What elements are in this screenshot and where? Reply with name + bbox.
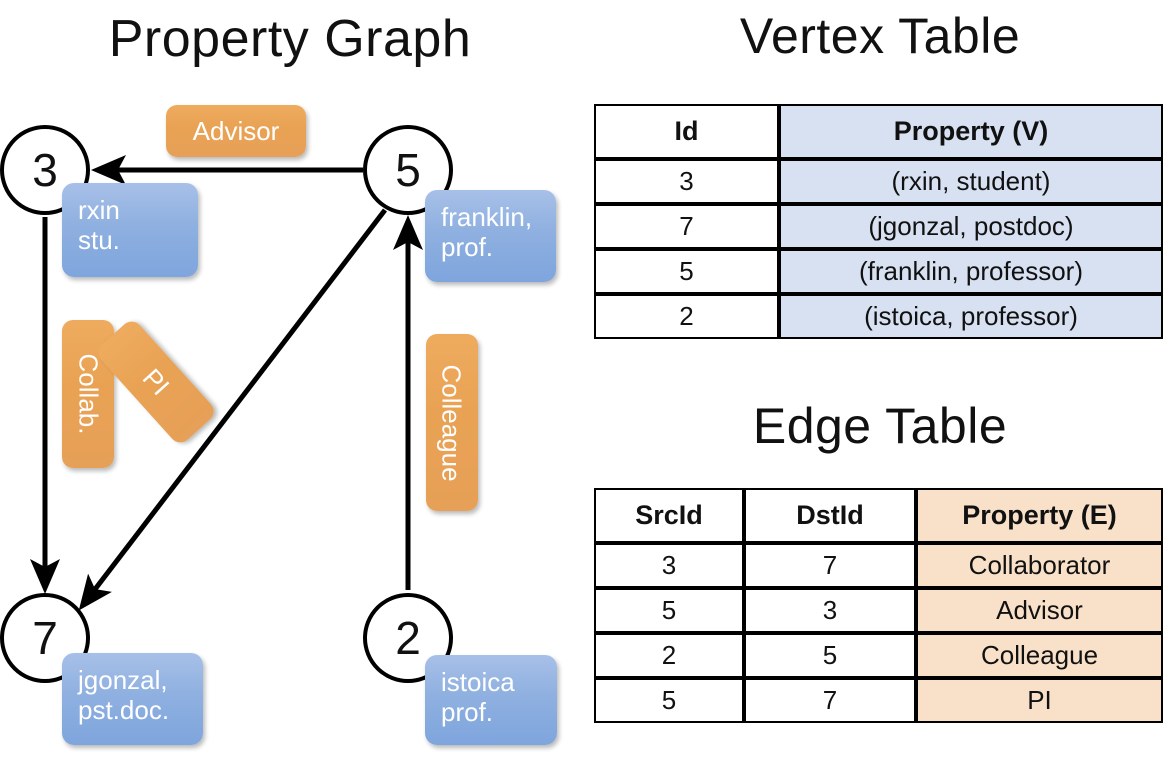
vertex-property-box-5-line1: franklin, bbox=[441, 202, 533, 232]
edge-row-2-dst: 5 bbox=[744, 633, 916, 678]
table-row[interactable]: 5 (franklin, professor) bbox=[594, 249, 1163, 294]
graph-edges-layer bbox=[30, 155, 423, 611]
vertex-property-box-2-line1: istoica bbox=[441, 667, 515, 697]
edge-row-0-src: 3 bbox=[594, 543, 744, 588]
vertex-table-header-row: Id Property (V) bbox=[594, 104, 1163, 159]
graph-node-5-label: 5 bbox=[395, 144, 421, 196]
vertex-table: Id Property (V) 3 (rxin, student) 7 (jgo… bbox=[594, 104, 1163, 339]
edge-label-colleague-text: Colleague bbox=[437, 363, 467, 482]
table-row[interactable]: 7 (jgonzal, postdoc) bbox=[594, 204, 1163, 249]
edge-label-advisor: Advisor bbox=[166, 105, 306, 157]
edge-pi-5-to-7 bbox=[78, 208, 387, 611]
page-title-edge-table: Edge Table bbox=[752, 398, 1008, 454]
vertex-row-0-id: 3 bbox=[594, 159, 779, 204]
edge-row-3-property: PI bbox=[916, 678, 1163, 723]
property-graph-panel: Property Graph 3 5 7 2 rxin stu. frankli… bbox=[0, 0, 580, 760]
vertex-property-box-3-line1: rxin bbox=[78, 195, 120, 225]
edge-row-3-src: 5 bbox=[594, 678, 744, 723]
table-row[interactable]: 2 (istoica, professor) bbox=[594, 294, 1163, 339]
table-row[interactable]: 2 5 Colleague bbox=[594, 633, 1163, 678]
table-row[interactable]: 5 3 Advisor bbox=[594, 588, 1163, 633]
vertex-property-box-3: rxin stu. bbox=[62, 183, 198, 277]
vertex-row-1-property: (jgonzal, postdoc) bbox=[779, 204, 1163, 249]
edge-label-collab-text: Collab. bbox=[73, 353, 103, 435]
graph-node-2-label: 2 bbox=[395, 612, 421, 664]
edge-table-header-property: Property (E) bbox=[916, 488, 1163, 543]
edge-table-header-srcid: SrcId bbox=[594, 488, 744, 543]
edge-row-1-property: Advisor bbox=[916, 588, 1163, 633]
vertex-property-box-7-line2: pst.doc. bbox=[78, 695, 170, 725]
edge-row-2-property: Colleague bbox=[916, 633, 1163, 678]
vertex-table-header-id: Id bbox=[594, 104, 779, 159]
table-row[interactable]: 3 7 Collaborator bbox=[594, 543, 1163, 588]
graph-node-7-label: 7 bbox=[32, 612, 58, 664]
edge-row-0-dst: 7 bbox=[744, 543, 916, 588]
vertex-row-3-property: (istoica, professor) bbox=[779, 294, 1163, 339]
vertex-row-0-property: (rxin, student) bbox=[779, 159, 1163, 204]
table-row[interactable]: 5 7 PI bbox=[594, 678, 1163, 723]
graph-node-5[interactable]: 5 bbox=[363, 125, 453, 215]
edge-row-1-src: 5 bbox=[594, 588, 744, 633]
vertex-property-box-7: jgonzal, pst.doc. bbox=[62, 653, 203, 745]
edge-table: SrcId DstId Property (E) 3 7 Collaborato… bbox=[594, 488, 1163, 723]
vertex-property-box-7-line1: jgonzal, bbox=[78, 665, 168, 695]
vertex-row-3-id: 2 bbox=[594, 294, 779, 339]
vertex-property-box-5-line2: prof. bbox=[441, 232, 494, 262]
vertex-row-2-id: 5 bbox=[594, 249, 779, 294]
vertex-row-2-property: (franklin, professor) bbox=[779, 249, 1163, 294]
table-row[interactable]: 3 (rxin, student) bbox=[594, 159, 1163, 204]
vertex-property-box-5: franklin, prof. bbox=[425, 190, 556, 282]
edge-label-advisor-text: Advisor bbox=[192, 116, 280, 146]
edge-label-pi-text: PI bbox=[136, 362, 176, 402]
page-title-vertex-table: Vertex Table bbox=[739, 8, 1021, 64]
edge-label-colleague: Colleague bbox=[426, 334, 478, 511]
edge-table-header-row: SrcId DstId Property (E) bbox=[594, 488, 1163, 543]
edge-row-2-src: 2 bbox=[594, 633, 744, 678]
edge-table-header-dstid: DstId bbox=[744, 488, 916, 543]
vertex-property-box-3-line2: stu. bbox=[78, 225, 120, 255]
edge-row-3-dst: 7 bbox=[744, 678, 916, 723]
graph-node-3-label: 3 bbox=[32, 144, 58, 196]
vertex-row-1-id: 7 bbox=[594, 204, 779, 249]
vertex-property-box-2: istoica prof. bbox=[425, 655, 557, 745]
edge-row-0-property: Collaborator bbox=[916, 543, 1163, 588]
page-title-property-graph: Property Graph bbox=[108, 10, 472, 68]
graph-node-2[interactable]: 2 bbox=[363, 593, 453, 683]
vertex-property-box-2-line2: prof. bbox=[441, 697, 494, 727]
edge-row-1-dst: 3 bbox=[744, 588, 916, 633]
vertex-table-header-property: Property (V) bbox=[779, 104, 1163, 159]
